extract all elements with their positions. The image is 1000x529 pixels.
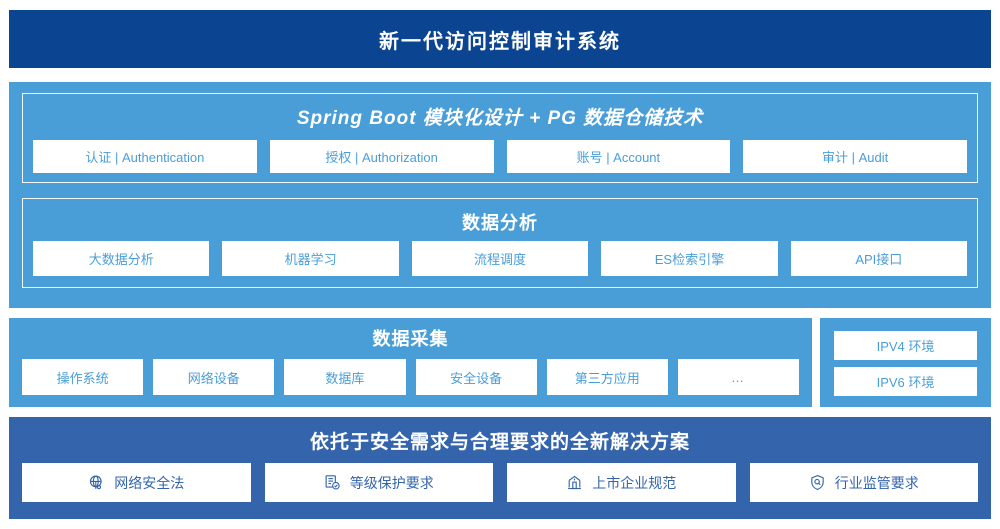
chip-label: 机器学习 bbox=[284, 252, 337, 267]
platform-group: Spring Boot 模块化设计 + PG 数据仓储技术 bbox=[22, 93, 978, 183]
chip-label: 流程调度 bbox=[474, 252, 527, 267]
platform-chip-authorization[interactable]: 授权 | Authorization bbox=[269, 140, 494, 173]
chip-label: 审计 | Audit bbox=[822, 150, 889, 165]
bank-building-icon bbox=[566, 474, 583, 491]
analysis-chip-process-scheduling[interactable]: 流程调度 bbox=[411, 241, 589, 276]
chip-label: 安全设备 bbox=[450, 370, 503, 386]
page-title: 新一代访问控制审计系统 bbox=[379, 30, 621, 53]
collection-title: 数据采集 bbox=[372, 329, 449, 349]
chip-label: IPV6 环境 bbox=[876, 375, 935, 390]
collection-chip-database[interactable]: 数据库 bbox=[284, 359, 406, 395]
page-header: 新一代访问控制审计系统 bbox=[9, 10, 991, 68]
chip-label: 第三方应用 bbox=[574, 370, 640, 386]
platform-chip-authentication[interactable]: 认证 | Authentication bbox=[33, 140, 257, 173]
shield-search-icon bbox=[809, 474, 826, 491]
analysis-chip-bigdata[interactable]: 大数据分析 bbox=[33, 241, 210, 276]
chip-label: 认证 | Authentication bbox=[85, 150, 205, 165]
chip-label: ES检索引擎 bbox=[654, 252, 725, 267]
environment-chip-ipv6[interactable]: IPV6 环境 bbox=[834, 367, 977, 396]
chip-label: API接口 bbox=[855, 252, 903, 267]
compliance-chip-row: 网络安全法 等级保护要求 bbox=[22, 463, 978, 502]
chip-label: 数据库 bbox=[325, 370, 365, 386]
chip-label: 操作系统 bbox=[56, 370, 109, 386]
platform-chip-account[interactable]: 账号 | Account bbox=[506, 140, 731, 173]
analysis-group: 数据分析 bbox=[22, 198, 978, 288]
compliance-chip-listed-enterprise[interactable]: 上市企业规范 bbox=[507, 463, 736, 502]
globe-network-icon bbox=[88, 474, 105, 491]
compliance-chip-cybersecurity-law[interactable]: 网络安全法 bbox=[22, 463, 251, 502]
compliance-chip-industry-regulation[interactable]: 行业监管要求 bbox=[749, 463, 978, 502]
environment-chip-ipv4[interactable]: IPV4 环境 bbox=[834, 331, 977, 360]
document-check-icon bbox=[324, 474, 341, 491]
chip-label: 上市企业规范 bbox=[592, 474, 677, 491]
platform-chip-row: 认证 | Authentication 授权 | Authorization 账… bbox=[33, 140, 967, 173]
analysis-chip-machine-learning[interactable]: 机器学习 bbox=[222, 241, 399, 276]
collection-chip-operating-system[interactable]: 操作系统 bbox=[22, 359, 144, 395]
chip-label: 网络设备 bbox=[187, 370, 240, 386]
chip-label: 大数据分析 bbox=[88, 252, 154, 267]
collection-chip-third-party-app[interactable]: 第三方应用 bbox=[546, 359, 668, 395]
collection-chip-security-device[interactable]: 安全设备 bbox=[415, 359, 537, 395]
collection-chip-more[interactable]: … bbox=[677, 359, 800, 395]
chip-label: 网络安全法 bbox=[114, 474, 185, 491]
analysis-chip-api-interface[interactable]: API接口 bbox=[790, 241, 968, 276]
compliance-chip-level-protection[interactable]: 等级保护要求 bbox=[264, 463, 493, 502]
collection-chip-row: 操作系统 网络设备 数据库 安全设备 第三方应用 … bbox=[22, 359, 800, 395]
chip-label: 等级保护要求 bbox=[349, 474, 434, 491]
analysis-chip-es-search-engine[interactable]: ES检索引擎 bbox=[601, 241, 778, 276]
chip-label: 行业监管要求 bbox=[834, 474, 919, 491]
chip-label: … bbox=[730, 369, 746, 385]
analysis-chip-row: 大数据分析 机器学习 流程调度 ES检索引擎 API接口 bbox=[33, 241, 968, 276]
platform-chip-audit[interactable]: 审计 | Audit bbox=[743, 140, 967, 173]
chip-label: 账号 | Account bbox=[576, 150, 661, 165]
chip-label: IPV4 环境 bbox=[876, 339, 935, 354]
analysis-group-title: 数据分析 bbox=[462, 213, 538, 233]
platform-group-title: Spring Boot 模块化设计 + PG 数据仓储技术 bbox=[296, 108, 704, 129]
chip-label: 授权 | Authorization bbox=[325, 150, 438, 165]
collection-chip-network-device[interactable]: 网络设备 bbox=[153, 359, 275, 395]
compliance-title: 依托于安全需求与合理要求的全新解决方案 bbox=[309, 432, 690, 453]
